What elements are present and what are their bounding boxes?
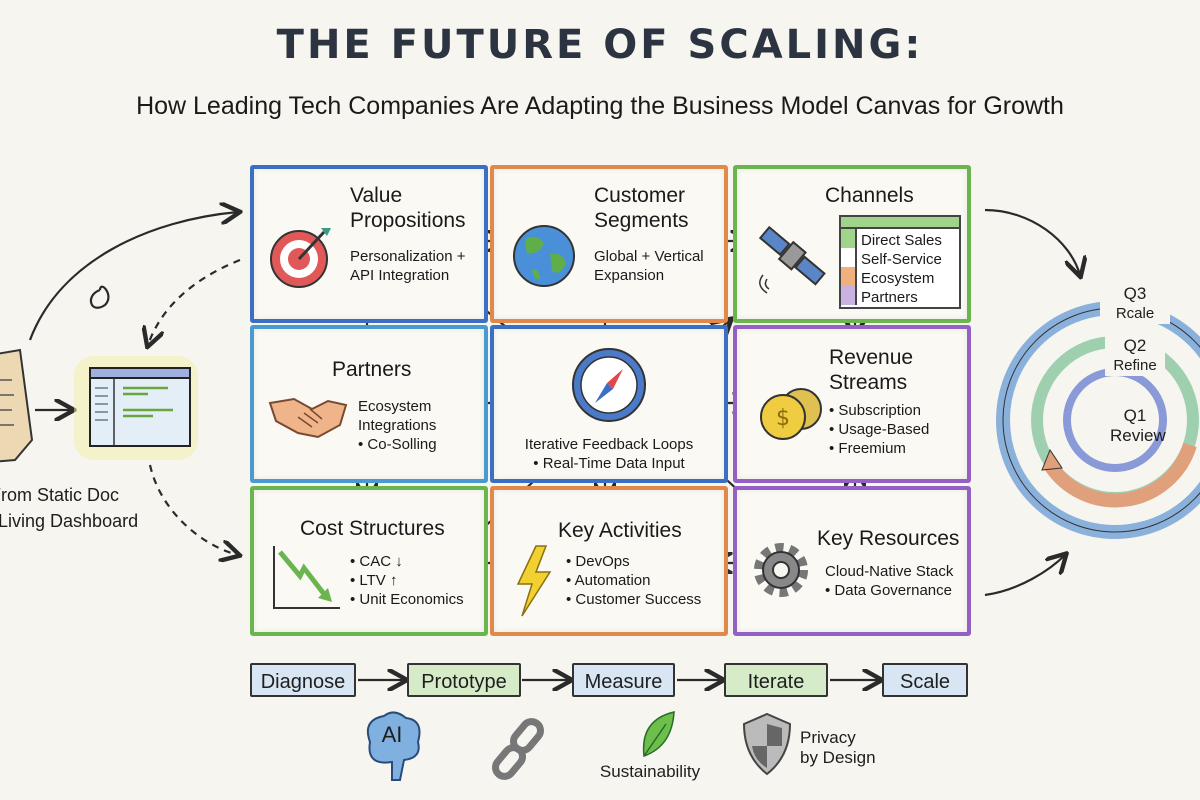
cost-structures-items: • CAC ↓ • LTV ↑ • Unit Economics (350, 552, 464, 609)
channel-item: Partners (861, 289, 918, 306)
body-line: Expansion (594, 267, 665, 284)
chain-link-icon (492, 718, 544, 780)
svg-text:$: $ (776, 406, 790, 431)
channel-item: Self-Service (861, 251, 942, 268)
q1-label: Q1 (1123, 406, 1147, 425)
step-iterate: Iterate (724, 663, 828, 697)
cell-key-resources: Key Resources Cloud-Native Stack • Data G… (733, 486, 971, 636)
list-item: • Unit Economics (350, 591, 464, 608)
page-subtitle: How Leading Tech Companies Are Adapting … (136, 92, 1064, 120)
title-line: Propositions (350, 209, 466, 232)
body-line: Personalization + (350, 248, 466, 265)
step-measure: Measure (572, 663, 675, 697)
list-item: • Automation (566, 572, 651, 589)
handshake-icon (268, 397, 348, 439)
transformation-line-1: From Static Doc (0, 485, 120, 505)
page-title: THE FUTURE OF SCALING: (276, 22, 924, 68)
transformation-label: From Static Doc Living Dashboard (0, 482, 150, 534)
title-line: Customer (594, 184, 686, 207)
list-item: • DevOps (566, 553, 630, 570)
gear-icon (754, 543, 808, 597)
step-diagnose: Diagnose (250, 663, 356, 697)
body-line: Cloud-Native Stack (825, 563, 954, 580)
title-line: Revenue (829, 346, 914, 369)
list-item: • Customer Success (566, 591, 702, 608)
step-scale: Scale (882, 663, 968, 697)
sustainability-label: Sustainability (599, 762, 701, 781)
body-line: Global + Vertical (594, 248, 704, 265)
list-item: • Freemium (829, 440, 906, 457)
center-body: Iterative Feedback Loops • Real-Time Data… (494, 435, 724, 473)
privacy-line: Privacy (800, 728, 856, 747)
key-activities-title: Key Activities (558, 519, 682, 542)
step-prototype: Prototype (407, 663, 521, 697)
shield-icon (742, 712, 792, 776)
list-item: • Subscription (829, 402, 921, 419)
static-document-icon (0, 348, 34, 463)
revenue-streams-items: • Subscription • Usage-Based • Freemium (829, 401, 929, 458)
value-propositions-body: Personalization + API Integration (350, 247, 466, 285)
key-resources-body: Cloud-Native Stack • Data Governance (825, 562, 953, 600)
q2-phase: Refine (1113, 357, 1157, 374)
declining-chart-icon (273, 546, 340, 609)
body-line: API Integration (350, 267, 450, 284)
title-line: Segments (594, 209, 689, 232)
cell-key-activities: Key Activities • DevOps • Automation • Cus… (490, 486, 728, 636)
ai-label: AI (381, 722, 403, 747)
compass-icon (572, 348, 646, 422)
list-item: • CAC ↓ (350, 553, 403, 570)
list-item: • LTV ↑ (350, 572, 398, 589)
channels-title: Channels (825, 184, 914, 207)
satellite-icon (758, 225, 826, 294)
q1-phase: Review (1110, 426, 1166, 445)
body-line: • Co-Solling (358, 436, 437, 453)
privacy-line: by Design (800, 748, 876, 767)
lightning-icon (516, 545, 552, 617)
transformation-line-2: Living Dashboard (0, 511, 139, 531)
channels-list: Direct Sales Self-Service Ecosystem Part… (839, 215, 961, 309)
q3-phase: Rcale (1115, 305, 1155, 322)
channel-item: Ecosystem (861, 270, 935, 287)
body-line: Ecosystem (358, 398, 432, 415)
q2-label: Q2 (1123, 336, 1147, 355)
target-icon (270, 228, 331, 288)
title-line: Streams (829, 371, 908, 394)
channels-items: Direct Sales Self-Service Ecosystem Part… (861, 231, 942, 307)
title-line: Value (350, 184, 403, 207)
q3-label: Q3 (1123, 284, 1147, 303)
list-item: • Usage-Based (829, 421, 930, 438)
key-activities-items: • DevOps • Automation • Customer Success (566, 552, 701, 609)
cell-channels: Channels Direct Sales Self-Service Ecosy… (733, 165, 971, 323)
coins-icon: $ (760, 388, 822, 440)
body-line: Iterative Feedback Loops (524, 436, 694, 453)
channel-item: Direct Sales (861, 232, 942, 249)
dashboard-icon (74, 356, 198, 460)
cell-center-feedback: Iterative Feedback Loops • Real-Time Data… (490, 325, 728, 483)
partners-title: Partners (332, 358, 412, 381)
body-line: • Real-Time Data Input (533, 455, 685, 472)
cost-structures-title: Cost Structures (300, 517, 445, 540)
brain-icon (366, 711, 421, 781)
key-resources-title: Key Resources (817, 527, 960, 550)
globe-icon (513, 225, 575, 287)
body-line: Integrations (358, 417, 437, 434)
cell-cost-structures: Cost Structures • CAC ↓ • LTV ↑ • Unit Eco… (250, 486, 488, 636)
body-line: • Data Governance (825, 582, 952, 599)
leaf-icon (642, 711, 675, 758)
